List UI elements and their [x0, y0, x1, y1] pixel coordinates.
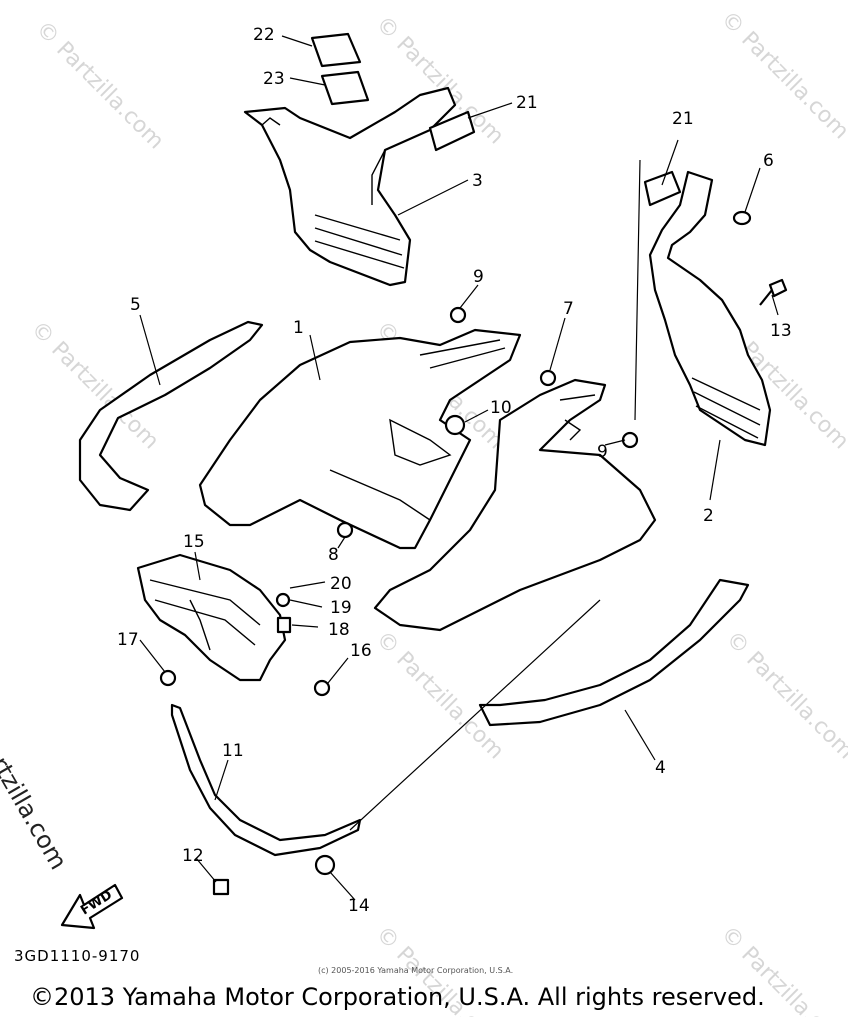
reflector-21-right [643, 170, 682, 207]
collar-18 [276, 616, 292, 634]
bolt-9-right [621, 431, 639, 449]
callout-6: 6 [763, 151, 774, 171]
callout-3: 3 [472, 171, 483, 191]
footer-copyright: ©2013 Yamaha Motor Corporation, U.S.A. A… [30, 983, 765, 1011]
nut-14 [314, 854, 336, 876]
callout-13: 13 [770, 321, 792, 341]
callout-7: 7 [563, 299, 574, 319]
nut-7 [539, 369, 557, 387]
side-cover-left [243, 86, 457, 287]
callout-10: 10 [490, 398, 512, 418]
grommet-6 [732, 210, 752, 226]
screw-13 [759, 278, 788, 306]
washer-19 [275, 592, 291, 608]
bracket-11 [170, 703, 362, 857]
callout-5: 5 [130, 295, 141, 315]
callout-8: 8 [328, 545, 339, 565]
callout-15: 15 [183, 532, 205, 552]
decal-23 [320, 70, 370, 106]
small-copyright: (c) 2005-2016 Yamaha Motor Corporation, … [318, 966, 514, 975]
decal-22 [310, 32, 362, 68]
callout-22: 22 [253, 25, 275, 45]
bolt-9-top [449, 306, 467, 324]
callout-11: 11 [222, 741, 244, 761]
mud-flap-right [478, 578, 750, 727]
callout-17: 17 [117, 630, 139, 650]
clip-12 [212, 878, 230, 896]
watermark: © Partzilla.com [721, 627, 848, 765]
watermark-layer: © Partzilla.com © Partzilla.com © Partzi… [26, 7, 848, 1017]
callout-9-top: 9 [473, 267, 484, 287]
callout-21-left: 21 [516, 93, 538, 113]
callout-4: 4 [655, 758, 666, 778]
bolt-17 [159, 669, 177, 687]
fwd-arrow: FWD [60, 883, 124, 930]
leader-lines [139, 35, 779, 901]
callout-16: 16 [350, 641, 372, 661]
diagram-code: 3GD1110-9170 [14, 947, 141, 965]
front-bumper [136, 553, 287, 682]
callout-18: 18 [328, 620, 350, 640]
callout-labels: 22 23 21 3 21 6 5 1 9 7 13 10 9 2 8 15 2… [117, 25, 792, 916]
watermark: © Partzilla.com [371, 627, 509, 765]
watermark: © Partzilla.com [716, 7, 848, 145]
callout-23: 23 [263, 69, 285, 89]
front-fender-right [373, 378, 657, 632]
callout-20: 20 [330, 574, 352, 594]
bolt-8 [336, 521, 354, 539]
callout-2: 2 [703, 506, 714, 526]
callout-19: 19 [330, 598, 352, 618]
side-cover-right [648, 170, 772, 447]
callout-14: 14 [348, 896, 370, 916]
front-fender [198, 328, 522, 550]
bolt-10 [444, 414, 466, 436]
watermark: © Partzilla.com [31, 17, 169, 155]
callout-12: 12 [182, 846, 204, 866]
bolt-16 [313, 679, 331, 697]
mud-flap-left [78, 320, 264, 512]
reflector-21-left [428, 110, 476, 152]
callout-21-right: 21 [672, 109, 694, 129]
callout-1: 1 [293, 318, 304, 338]
callout-9-right: 9 [597, 442, 608, 462]
